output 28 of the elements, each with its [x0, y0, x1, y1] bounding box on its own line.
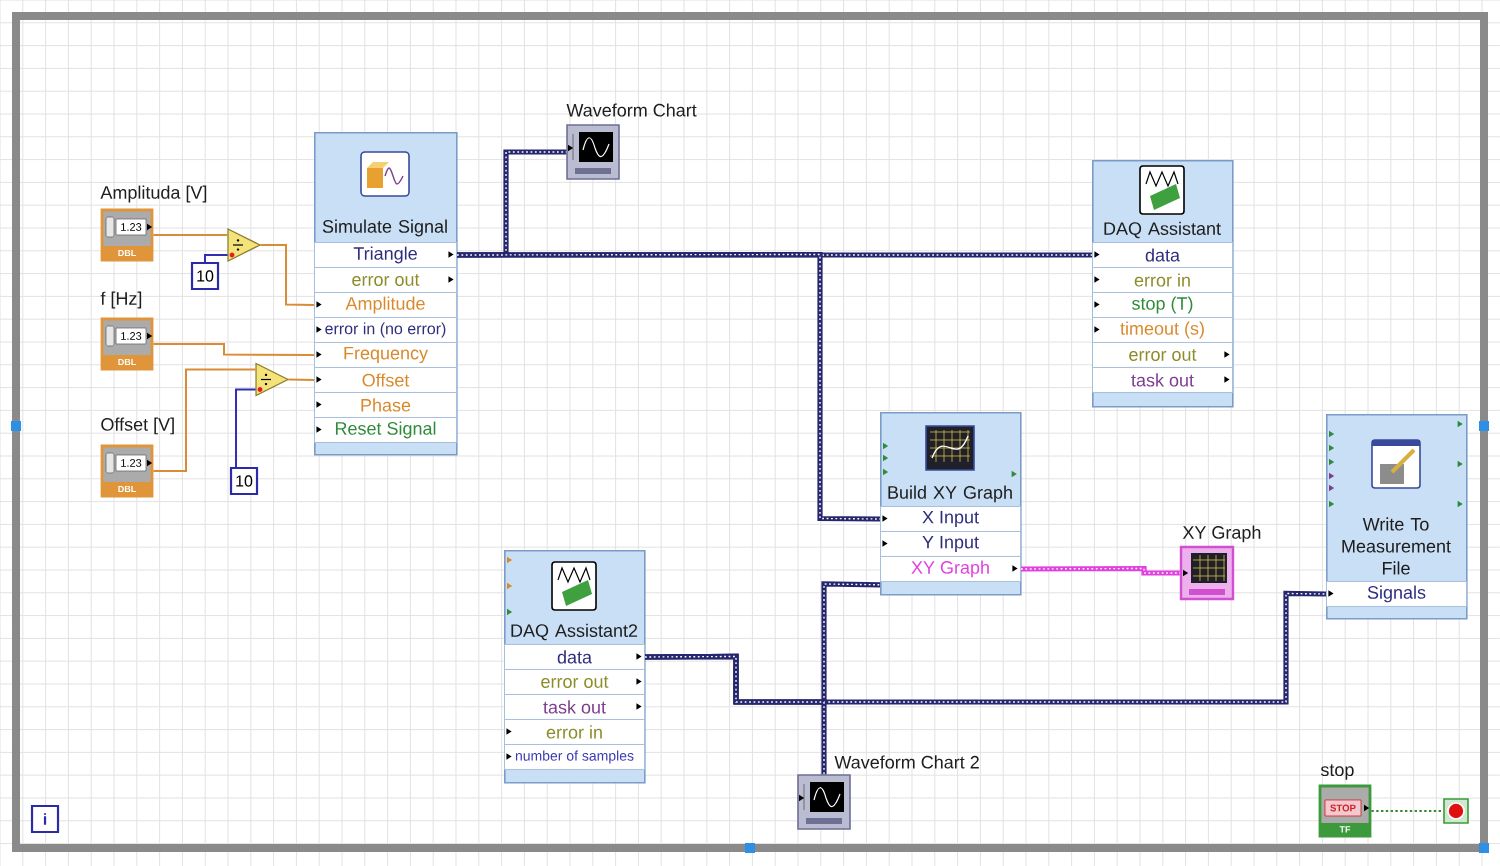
terminal-row: Y Input: [880, 531, 1021, 557]
divide-triangle: [255, 362, 290, 397]
control-label: f [Hz]: [100, 291, 142, 309]
wire: [204, 254, 229, 263]
numeric-constant: 10: [229, 466, 259, 496]
terminal-row: XY Graph: [880, 556, 1021, 582]
indicator-label: XY Graph: [1182, 525, 1261, 543]
wire: [1370, 810, 1445, 812]
wire: [152, 234, 229, 236]
wire: [235, 388, 257, 468]
wire: [1020, 565, 1181, 576]
control-label: Amplituda [V]: [100, 185, 207, 203]
indicator-label: Waveform Chart: [566, 103, 697, 117]
numeric-constant: 10: [190, 261, 220, 291]
terminal-row: Signals: [1326, 581, 1467, 607]
wire: [456, 251, 881, 522]
iteration-terminal: i: [30, 804, 60, 834]
control-label: Offset [V]: [101, 417, 174, 435]
terminal-label: stop: [1320, 764, 1354, 780]
terminal-row: X Input: [880, 506, 1021, 532]
indicator-label: Waveform Chart 2: [834, 755, 979, 769]
wire: [287, 378, 315, 381]
wire: [152, 343, 315, 356]
divide-triangle: [227, 228, 262, 262]
wire: [644, 653, 827, 775]
wire: [259, 244, 315, 306]
wire: [152, 368, 257, 472]
condition-terminal: [1443, 798, 1469, 824]
